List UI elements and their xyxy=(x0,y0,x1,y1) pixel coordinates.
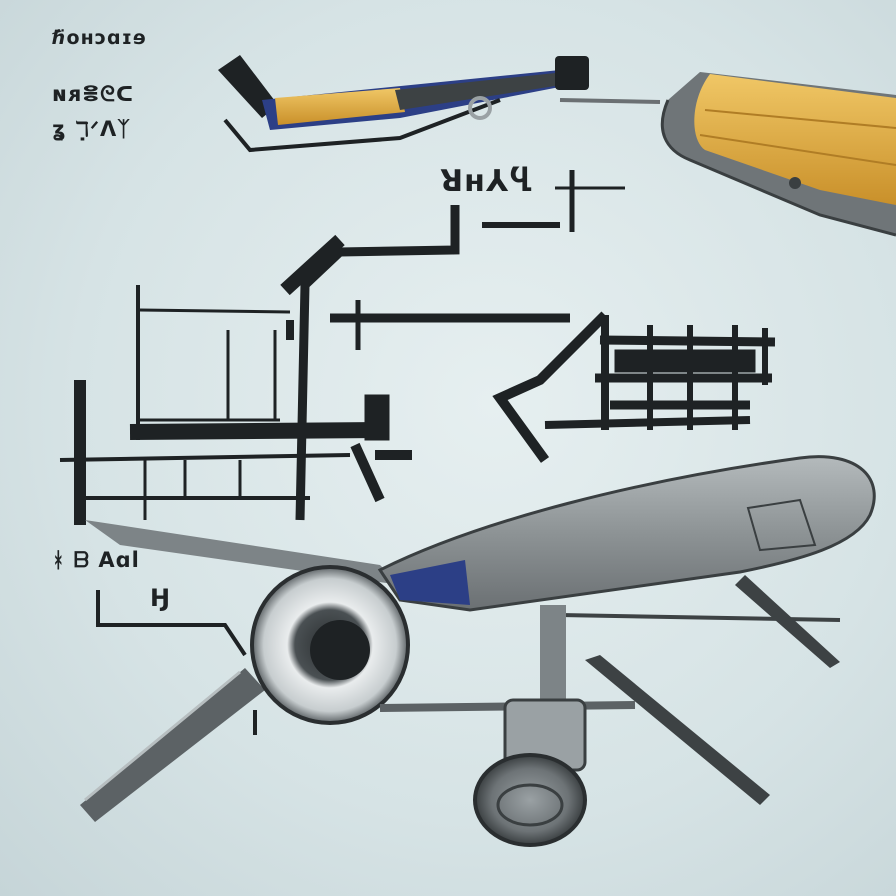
airplane xyxy=(80,455,876,847)
handle-tool xyxy=(218,55,661,153)
label-2: ɴᴙⴻᘓᑕ xyxy=(52,82,135,106)
label-6: Ꜧ xyxy=(150,584,172,612)
label-1: ℏ̈oʜɔɑɪɘ xyxy=(52,27,147,49)
label-5: ᚼ ᗷ Aɑl xyxy=(52,548,140,572)
wooden-container xyxy=(660,72,896,237)
gear-assembly xyxy=(492,311,776,463)
label-4: ꓤʜ⅄Ⴁ xyxy=(440,164,533,199)
frame-mechanism xyxy=(59,170,625,525)
label-3: ʓ ℸ̣ᐟɅᛉ xyxy=(52,117,131,141)
bracket-line xyxy=(96,590,247,657)
